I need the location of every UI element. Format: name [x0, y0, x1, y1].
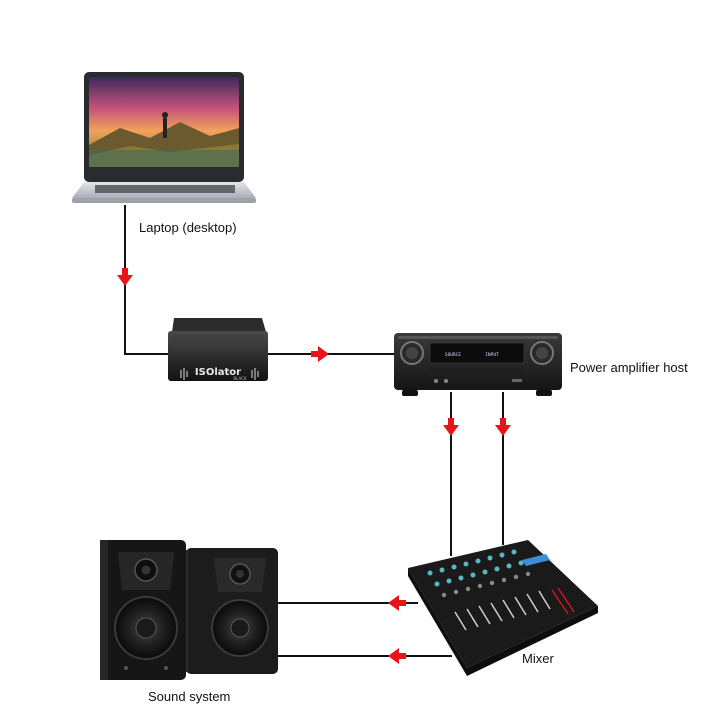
wire-laptop-to-isolator — [124, 205, 172, 355]
arrows — [117, 268, 511, 664]
laptop-device — [72, 72, 256, 203]
isolator-brand-text: ISOlator — [195, 367, 241, 378]
mixer-device — [408, 540, 598, 676]
isolator-sub-text: BLACK — [233, 376, 247, 381]
mixer-label: Mixer — [522, 651, 554, 666]
speaker-right — [178, 548, 278, 674]
left-arrow-icon — [388, 595, 406, 611]
amplifier-device: SOURCE INPUT — [394, 333, 562, 396]
left-arrow-icon — [388, 648, 406, 664]
sound-system-label: Sound system — [148, 689, 231, 704]
speakers-device — [100, 540, 278, 680]
down-arrow-icon — [443, 418, 459, 436]
right-arrow-icon — [311, 346, 329, 362]
isolator-device: ISOlator BLACK — [168, 318, 268, 381]
amplifier-display-right: INPUT — [485, 352, 499, 358]
laptop-label: Laptop (desktop) — [139, 220, 237, 235]
down-arrow-icon — [117, 268, 133, 286]
down-arrow-icon — [495, 418, 511, 436]
speaker-left — [100, 540, 186, 680]
amplifier-label: Power amplifier host — [570, 360, 688, 375]
amplifier-display-left: SOURCE — [445, 352, 462, 358]
